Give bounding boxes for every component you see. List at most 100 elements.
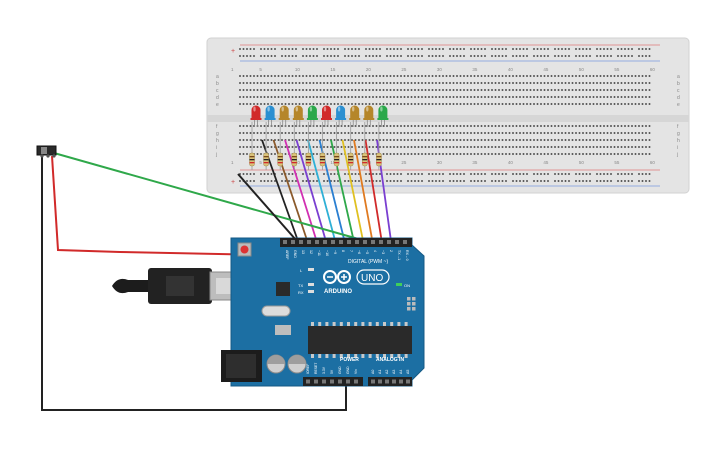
breadboard-hole[interactable] bbox=[382, 103, 385, 105]
breadboard-hole[interactable] bbox=[274, 96, 276, 98]
breadboard-hole[interactable] bbox=[638, 132, 640, 134]
breadboard-hole[interactable] bbox=[617, 89, 619, 91]
breadboard-hole[interactable] bbox=[624, 75, 626, 77]
breadboard-hole[interactable] bbox=[295, 89, 297, 91]
wire-led-to-pin[interactable] bbox=[341, 139, 364, 242]
rail-hole[interactable] bbox=[596, 55, 598, 57]
breadboard-hole[interactable] bbox=[547, 153, 549, 155]
breadboard-hole[interactable] bbox=[410, 96, 413, 98]
rail-hole[interactable] bbox=[375, 173, 378, 175]
breadboard-hole[interactable] bbox=[274, 125, 276, 127]
rail-hole[interactable] bbox=[603, 173, 605, 175]
icsp-pin[interactable] bbox=[407, 307, 411, 311]
breadboard-hole[interactable] bbox=[466, 103, 469, 105]
breadboard-hole[interactable] bbox=[421, 82, 423, 84]
breadboard-hole[interactable] bbox=[340, 132, 343, 134]
breadboard-hole[interactable] bbox=[470, 82, 472, 84]
breadboard-hole[interactable] bbox=[477, 153, 479, 155]
breadboard-hole[interactable] bbox=[645, 153, 647, 155]
breadboard-hole[interactable] bbox=[312, 82, 315, 84]
breadboard-hole[interactable] bbox=[617, 139, 619, 141]
breadboard-hole[interactable] bbox=[543, 153, 546, 155]
breadboard-hole[interactable] bbox=[305, 96, 308, 98]
breadboard-hole[interactable] bbox=[298, 132, 301, 134]
breadboard-hole[interactable] bbox=[239, 132, 241, 134]
breadboard-hole[interactable] bbox=[298, 153, 301, 155]
breadboard-hole[interactable] bbox=[239, 89, 241, 91]
breadboard-hole[interactable] bbox=[620, 82, 623, 84]
breadboard-hole[interactable] bbox=[480, 89, 483, 91]
breadboard-hole[interactable] bbox=[351, 146, 353, 148]
breadboard-hole[interactable] bbox=[431, 153, 434, 155]
breadboard-hole[interactable] bbox=[498, 153, 500, 155]
rail-hole[interactable] bbox=[533, 48, 535, 50]
breadboard-hole[interactable] bbox=[305, 82, 308, 84]
rail-hole[interactable] bbox=[638, 55, 640, 57]
breadboard-hole[interactable] bbox=[337, 139, 339, 141]
breadboard-hole[interactable] bbox=[599, 139, 602, 141]
rail-hole[interactable] bbox=[631, 55, 633, 57]
breadboard-hole[interactable] bbox=[480, 125, 483, 127]
breadboard-hole[interactable] bbox=[589, 96, 591, 98]
breadboard-hole[interactable] bbox=[267, 103, 269, 105]
breadboard-hole[interactable] bbox=[501, 132, 504, 134]
rail-hole[interactable] bbox=[330, 173, 332, 175]
digital-pin[interactable] bbox=[315, 240, 319, 244]
breadboard-hole[interactable] bbox=[501, 75, 504, 77]
rail-hole[interactable] bbox=[270, 180, 273, 182]
breadboard-hole[interactable] bbox=[540, 75, 542, 77]
rail-hole[interactable] bbox=[358, 173, 360, 175]
breadboard-hole[interactable] bbox=[592, 103, 595, 105]
rail-hole[interactable] bbox=[463, 48, 465, 50]
bottom-header-pins[interactable] bbox=[306, 379, 410, 384]
rail-hole[interactable] bbox=[568, 55, 570, 57]
breadboard-hole[interactable] bbox=[445, 82, 448, 84]
breadboard-hole[interactable] bbox=[428, 75, 430, 77]
breadboard-hole[interactable] bbox=[291, 103, 294, 105]
rail-hole[interactable] bbox=[557, 173, 560, 175]
rail-hole[interactable] bbox=[578, 55, 581, 57]
breadboard-hole[interactable] bbox=[627, 103, 630, 105]
breadboard-hole[interactable] bbox=[641, 132, 644, 134]
breadboard-hole[interactable] bbox=[568, 96, 570, 98]
digital-pin[interactable] bbox=[371, 240, 375, 244]
rail-hole[interactable] bbox=[263, 55, 266, 57]
breadboard-hole[interactable] bbox=[484, 89, 486, 91]
breadboard-hole[interactable] bbox=[606, 96, 609, 98]
breadboard-hole[interactable] bbox=[505, 89, 507, 91]
rail-hole[interactable] bbox=[421, 48, 423, 50]
rail-hole[interactable] bbox=[372, 173, 374, 175]
breadboard-hole[interactable] bbox=[645, 103, 647, 105]
breadboard-hole[interactable] bbox=[246, 96, 248, 98]
breadboard-hole[interactable] bbox=[505, 96, 507, 98]
breadboard-hole[interactable] bbox=[596, 75, 598, 77]
rail-hole[interactable] bbox=[596, 180, 598, 182]
rail-hole[interactable] bbox=[459, 173, 462, 175]
breadboard-hole[interactable] bbox=[351, 96, 353, 98]
breadboard-hole[interactable] bbox=[323, 103, 325, 105]
breadboard-hole[interactable] bbox=[487, 132, 490, 134]
rail-hole[interactable] bbox=[617, 48, 619, 50]
breadboard-hole[interactable] bbox=[599, 96, 602, 98]
breadboard-hole[interactable] bbox=[421, 96, 423, 98]
breadboard-hole[interactable] bbox=[603, 103, 605, 105]
rail-hole[interactable] bbox=[242, 48, 245, 50]
breadboard-hole[interactable] bbox=[260, 132, 262, 134]
rail-hole[interactable] bbox=[347, 55, 350, 57]
rail-hole[interactable] bbox=[484, 55, 486, 57]
rail-hole[interactable] bbox=[400, 180, 402, 182]
breadboard-hole[interactable] bbox=[550, 96, 553, 98]
breadboard-hole[interactable] bbox=[627, 132, 630, 134]
breadboard-hole[interactable] bbox=[596, 146, 598, 148]
breadboard-hole[interactable] bbox=[522, 139, 525, 141]
rail-hole[interactable] bbox=[368, 173, 371, 175]
breadboard-hole[interactable] bbox=[578, 96, 581, 98]
breadboard-hole[interactable] bbox=[249, 82, 252, 84]
breadboard-hole[interactable] bbox=[449, 146, 451, 148]
breadboard-hole[interactable] bbox=[547, 125, 549, 127]
breadboard-hole[interactable] bbox=[375, 146, 378, 148]
breadboard-hole[interactable] bbox=[624, 153, 626, 155]
rail-hole[interactable] bbox=[501, 180, 504, 182]
breadboard-hole[interactable] bbox=[242, 125, 245, 127]
breadboard-hole[interactable] bbox=[442, 75, 444, 77]
